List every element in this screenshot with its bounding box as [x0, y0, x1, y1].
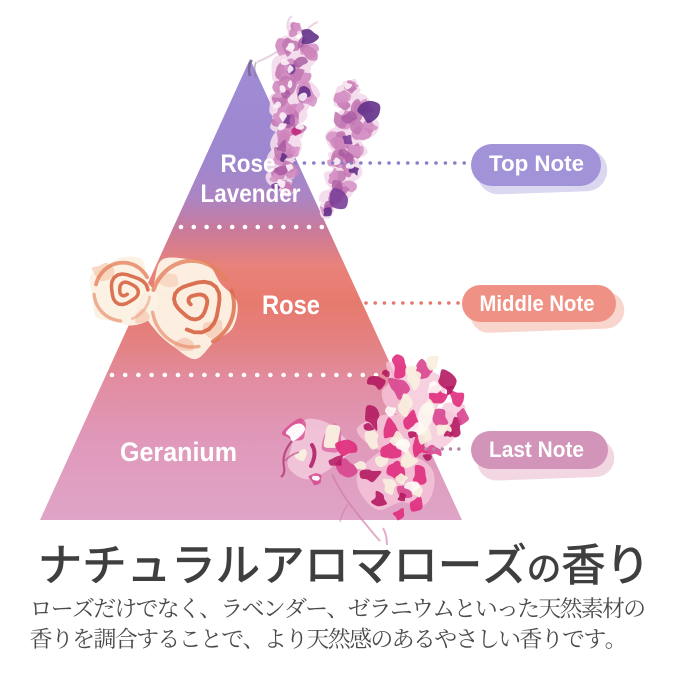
- svg-text:Last Note: Last Note: [489, 437, 584, 462]
- svg-text:Geranium: Geranium: [120, 437, 237, 467]
- svg-text:Rose: Rose: [221, 150, 276, 178]
- svg-text:Rose: Rose: [262, 290, 320, 320]
- svg-text:Top Note: Top Note: [489, 151, 584, 176]
- svg-text:Middle Note: Middle Note: [480, 291, 595, 316]
- svg-text:Lavender: Lavender: [201, 180, 301, 208]
